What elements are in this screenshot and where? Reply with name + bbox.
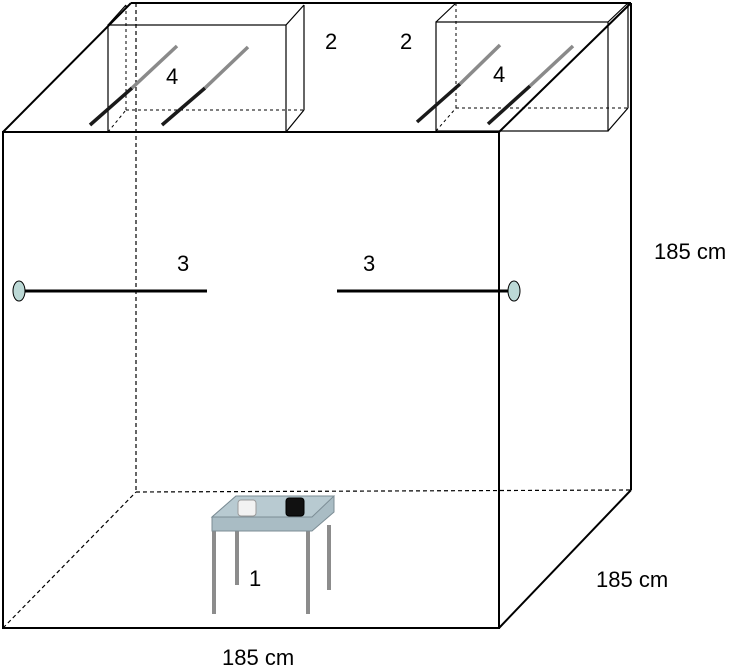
rod-left [12,280,207,302]
label-table: 1 [249,566,261,591]
dimension-height: 185 cm [654,239,726,264]
lamp-tubes-left [88,44,250,127]
rod-right-knob [507,280,521,302]
hidden-back-bottom-edge [135,489,632,493]
hidden-bottom-left-edge [2,491,137,629]
rod-left-knob [12,280,26,302]
white-cup [237,499,257,517]
front-face [2,131,500,629]
top-right-edge [498,2,632,133]
lamp-box-right [435,2,629,132]
label-lamps-right: 4 [493,62,505,87]
label-box-left: 2 [325,29,337,54]
dimension-depth: 185 cm [596,567,668,592]
black-cup [285,497,305,517]
lamp-tubes-right [415,43,575,126]
top-left-edge [2,2,132,133]
label-rod-right: 3 [363,251,375,276]
lamp-box-left [107,4,305,133]
dimension-width: 185 cm [222,645,294,668]
rod-right [337,280,521,302]
bottom-right-edge [498,489,632,629]
label-rod-left: 3 [177,251,189,276]
label-box-right: 2 [400,29,412,54]
table [210,495,336,614]
label-lamps-left: 4 [166,64,178,89]
